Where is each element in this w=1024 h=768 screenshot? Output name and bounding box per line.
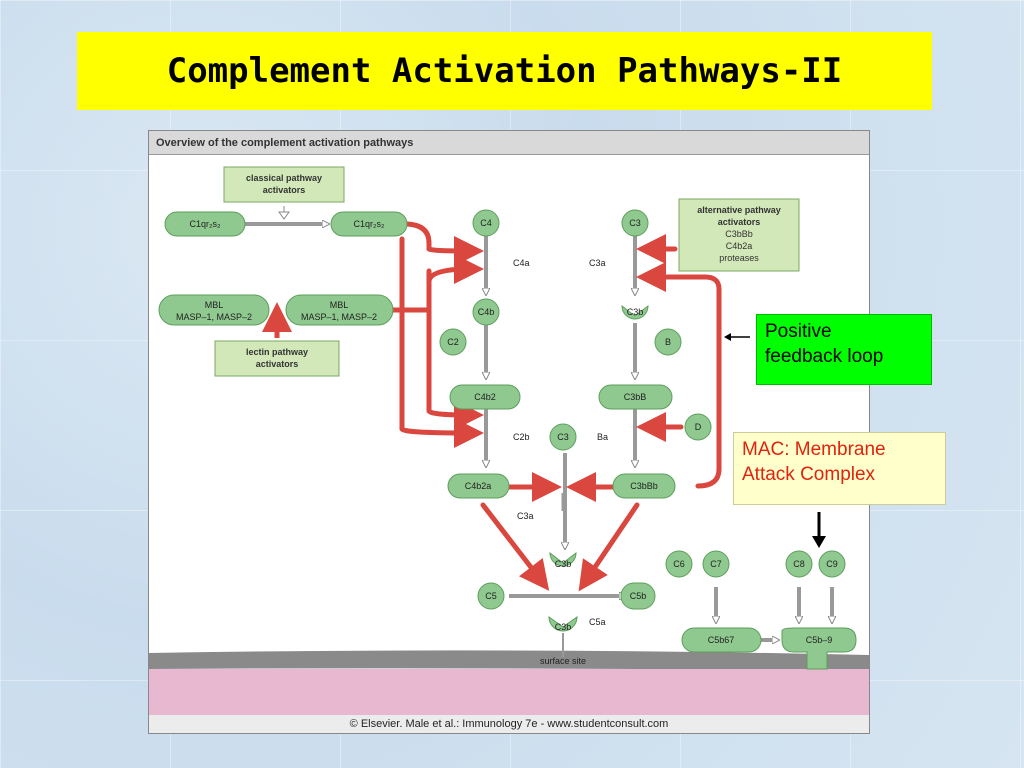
title-banner: Complement Activation Pathways-II [77, 32, 932, 110]
node-c3bB [598, 384, 673, 410]
node-c2 [439, 328, 467, 356]
node-mbl-left [158, 294, 270, 326]
pathway-diagram: surface site classical pathway activator… [149, 166, 869, 715]
node-c3b-top [621, 304, 649, 320]
svg-text:C6: C6 [673, 559, 685, 569]
svg-text:C1qr₂s₂: C1qr₂s₂ [190, 219, 222, 229]
node-b [654, 328, 682, 356]
svg-text:activators: activators [718, 217, 761, 227]
svg-text:C5b–9: C5b–9 [806, 635, 833, 645]
svg-text:C3b: C3b [555, 559, 572, 569]
svg-text:MBL: MBL [330, 300, 349, 310]
positive-feedback-callout: Positive feedback loop [756, 314, 932, 385]
node-c6 [665, 550, 693, 578]
svg-text:C5: C5 [485, 591, 497, 601]
svg-text:D: D [695, 422, 702, 432]
node-c8 [785, 550, 813, 578]
svg-text:C4b2: C4b2 [474, 392, 496, 402]
svg-text:C5b: C5b [630, 591, 647, 601]
node-mbl-right [285, 294, 394, 326]
svg-text:C3bB: C3bB [624, 392, 647, 402]
svg-text:C3b: C3b [555, 622, 572, 632]
svg-text:C3bBb: C3bBb [630, 481, 658, 491]
svg-text:C8: C8 [793, 559, 805, 569]
svg-text:C1qr₂s₂: C1qr₂s₂ [354, 219, 386, 229]
node-c3-mid [549, 423, 577, 451]
red-arrow-feedback [636, 262, 722, 489]
figure-header: Overview of the complement activation pa… [149, 131, 869, 155]
node-d [684, 413, 712, 441]
node-c9 [818, 550, 846, 578]
node-c4b2 [449, 384, 521, 410]
membrane-surface [149, 650, 869, 671]
slide-title: Complement Activation Pathways-II [166, 51, 843, 91]
svg-text:C4b: C4b [478, 307, 495, 317]
svg-text:MASP–1, MASP–2: MASP–1, MASP–2 [301, 312, 377, 322]
svg-text:C3bBb: C3bBb [725, 229, 753, 239]
surface-site-label: surface site [540, 656, 586, 666]
node-c4b2a [447, 473, 510, 499]
svg-text:C2b: C2b [513, 432, 530, 442]
node-c3bBb [612, 473, 676, 499]
svg-text:C3: C3 [557, 432, 569, 442]
node-c1qr2s2-left [164, 211, 246, 237]
node-c3b-surface [548, 616, 578, 632]
node-c5b [620, 582, 656, 610]
svg-text:alternative pathway: alternative pathway [697, 205, 781, 215]
svg-text:C7: C7 [710, 559, 722, 569]
node-c4b [472, 298, 500, 326]
node-c3b-mid [549, 551, 577, 567]
svg-text:proteases: proteases [719, 253, 759, 263]
node-c4 [472, 209, 500, 237]
svg-text:lectin pathway: lectin pathway [246, 347, 308, 357]
node-c3-top [621, 209, 649, 237]
lectin-activators-box: lectin pathway activators [214, 340, 340, 377]
svg-text:C4b2a: C4b2a [465, 481, 492, 491]
svg-text:Ba: Ba [597, 432, 608, 442]
membrane-interior [149, 669, 869, 715]
red-arrow-mbl-top [426, 254, 484, 285]
svg-text:C3a: C3a [589, 258, 606, 268]
node-c7 [702, 550, 730, 578]
classical-activators-box: classical pathway activators [223, 166, 345, 203]
svg-text:C2: C2 [447, 337, 459, 347]
svg-text:C9: C9 [826, 559, 838, 569]
svg-text:MBL: MBL [205, 300, 224, 310]
svg-text:B: B [665, 337, 671, 347]
node-c5 [477, 582, 505, 610]
svg-text:MASP–1, MASP–2: MASP–1, MASP–2 [176, 312, 252, 322]
alternative-activators-box: alternative pathway activators C3bBb C4b… [678, 198, 800, 272]
red-arrow-c1-to-c2b [399, 236, 484, 448]
svg-text:classical pathway: classical pathway [246, 173, 322, 183]
node-c1qr2s2-right [330, 211, 408, 237]
mac-pointer-arrow [812, 512, 826, 548]
red-arrow-c3bbb-to-c5 [578, 502, 640, 592]
svg-text:C4b2a: C4b2a [726, 241, 753, 251]
svg-text:C4a: C4a [513, 258, 530, 268]
svg-text:activators: activators [263, 185, 306, 195]
svg-text:C3b: C3b [627, 307, 644, 317]
svg-text:C3a: C3a [517, 511, 534, 521]
red-arrow-c1-to-c4 [404, 221, 484, 266]
red-arrow-c4b2a-to-c5 [480, 502, 550, 591]
mac-callout: MAC: Membrane Attack Complex [733, 432, 946, 505]
feedback-pointer-arrow [724, 333, 750, 341]
svg-text:activators: activators [256, 359, 299, 369]
node-c5b67 [681, 627, 762, 653]
svg-text:C3: C3 [629, 218, 641, 228]
node-c5b9 [781, 627, 857, 670]
svg-text:C5b67: C5b67 [708, 635, 735, 645]
svg-text:C5a: C5a [589, 617, 606, 627]
figure-caption: © Elsevier. Male et al.: Immunology 7e -… [149, 715, 869, 733]
red-arrow-mbl-branch [426, 268, 484, 430]
svg-text:C4: C4 [480, 218, 492, 228]
